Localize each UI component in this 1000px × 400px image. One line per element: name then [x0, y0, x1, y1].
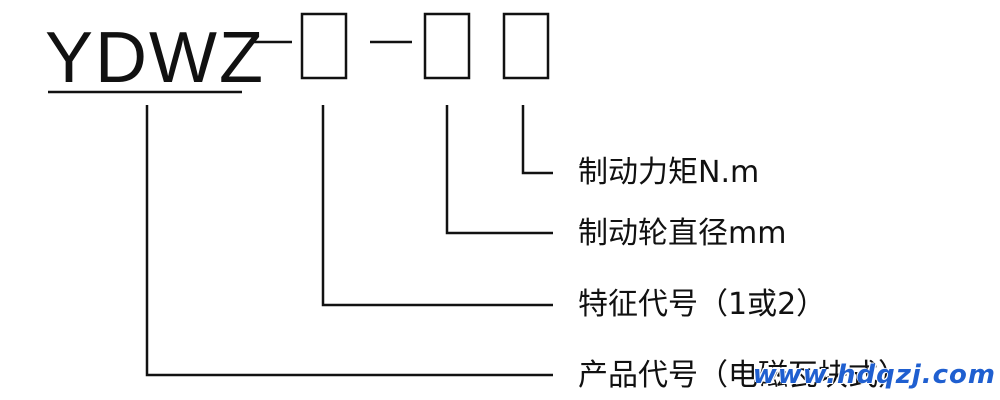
model-code-prefix: YDWZ — [45, 18, 265, 98]
connector-wheel-diameter — [445, 105, 553, 235]
connector-feature — [321, 105, 553, 307]
placeholder-box-torque — [502, 12, 550, 80]
placeholder-box-wheel-diameter — [423, 12, 471, 80]
watermark: www.hdqzj.com — [752, 360, 996, 390]
label-feature-code: 特征代号（1或2） — [578, 287, 827, 322]
placeholder-box-feature — [300, 12, 348, 80]
label-wheel-diameter: 制动轮直径mm — [578, 216, 787, 251]
label-product-code: 产品代号（电磁瓦块式） — [578, 358, 908, 393]
connector-product — [145, 105, 553, 377]
label-braking-torque: 制动力矩N.m — [578, 155, 760, 190]
connector-torque — [521, 105, 553, 175]
